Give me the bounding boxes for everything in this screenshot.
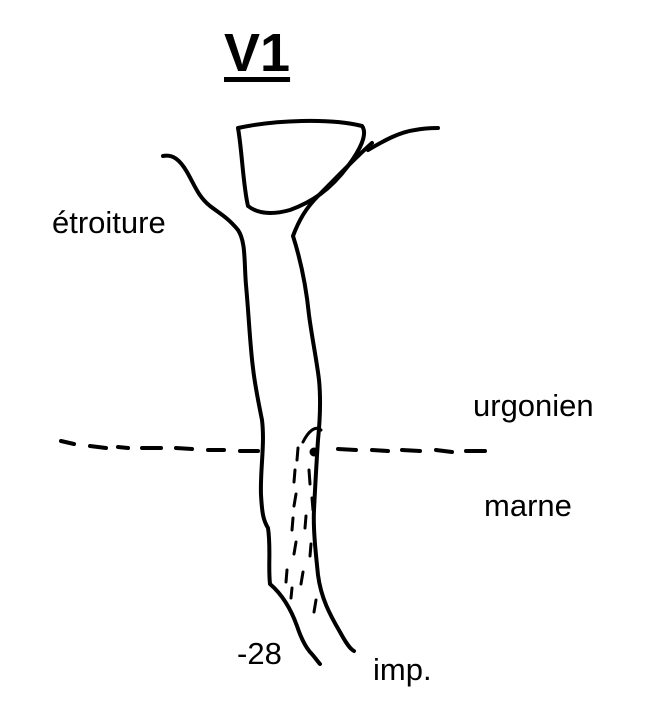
- label-upper-layer: urgonien: [473, 388, 594, 423]
- geological-contact-line: [59, 439, 487, 454]
- marl-hatching: [284, 426, 323, 614]
- label-end: imp.: [373, 652, 432, 687]
- shaft-left-wall: [161, 153, 322, 666]
- label-depth: -28: [237, 636, 282, 671]
- diagram-title: V1: [224, 23, 291, 83]
- upper-right-passage: [366, 126, 440, 152]
- shaft-right-wall: [291, 141, 374, 653]
- label-lower-layer: marne: [484, 488, 572, 523]
- label-constriction: étroiture: [52, 205, 166, 240]
